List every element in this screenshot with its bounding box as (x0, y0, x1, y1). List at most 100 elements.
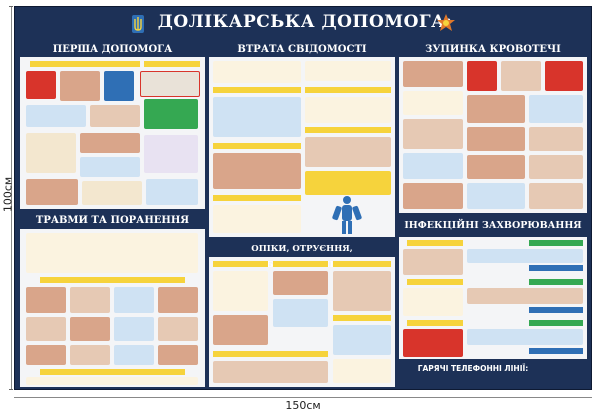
epilepsy-illustration (305, 137, 391, 167)
frostbite-banner (273, 261, 328, 267)
burns-title: ОПІКИ, ОТРУЄННЯ, ОБМОРОЖЕННЯ (209, 241, 395, 270)
assessment-illustration (26, 105, 86, 127)
artery-bleeding-illustration (467, 61, 497, 91)
eye-bandage-illustration (70, 317, 110, 341)
infections-title: ІНФЕКЦІЙНІ ЗАХВОРЮВАННЯ (399, 217, 587, 235)
recovery-sequence-illustration (213, 97, 301, 137)
width-dimension: 150см (14, 394, 592, 414)
arm-splint-illustration (70, 287, 110, 313)
height-label: 100см (1, 176, 15, 213)
cpr-steps-illustration (144, 135, 198, 173)
protective-gear-illustration (144, 99, 198, 129)
height-tick-top (9, 6, 13, 7)
first-aid-principles-banner (30, 61, 140, 67)
transport-illustration (158, 317, 198, 341)
tuberculosis-illustration (403, 329, 463, 357)
shock-position-illustration (529, 183, 583, 209)
first-aid-kit-illustration (104, 71, 134, 101)
wound-illustration-1 (26, 345, 66, 365)
wound-packing-illustration (467, 127, 525, 151)
first-aid-panel: ПЕРША ДОПОМОГА (20, 43, 205, 209)
infections-panel (399, 237, 587, 359)
height-tick-bottom (9, 389, 13, 390)
heimlich-illustration (146, 179, 198, 205)
poisoning-banner (333, 261, 391, 267)
car-accident-illustration (26, 71, 56, 99)
checking-breathing-illustration (90, 105, 140, 127)
injuries-text-block (26, 233, 198, 273)
covid-illustration (403, 288, 463, 316)
airway-obstruction-illustration (213, 153, 301, 189)
electric-shock-banner (213, 351, 328, 357)
shoulder-pressure-illustration (529, 95, 583, 123)
tuberculosis-banner (407, 320, 463, 326)
tuberculosis-symptoms-banner (529, 320, 583, 326)
poster-board: ДОЛІКАРСЬКА ДОПОМОГА: ПЕРША ДОПОМОГА ТРА… (14, 6, 592, 390)
fainting-symptoms-text (305, 97, 391, 123)
first-aid-warning-illustration (140, 71, 200, 97)
thermal-burns-banner (213, 261, 268, 267)
hotlines-title: ГАРЯЧІ ТЕЛЕФОННІ ЛІНІЇ: (417, 364, 529, 373)
injured-person-illustration (60, 71, 100, 101)
bleeding-types-text (403, 91, 463, 115)
height-dimension: 100см (0, 0, 15, 394)
heat-stroke-text (213, 205, 301, 233)
epilepsy-banner (305, 127, 391, 133)
recovery-position-illustration (26, 133, 76, 173)
chest-compressions-illustration (80, 133, 140, 153)
wound-illustration-2 (70, 345, 110, 365)
flu-symptoms-banner (529, 240, 583, 246)
wound-illustration-4 (158, 345, 198, 365)
unconscious-text-block (213, 61, 301, 83)
covid-symptoms-banner (529, 279, 583, 285)
head-bandage-illustration (26, 317, 66, 341)
burns-panel: ОПІКИ, ОТРУЄННЯ, ОБМОРОЖЕННЯ (209, 241, 395, 387)
chemical-burns-banner (333, 315, 391, 321)
width-dimension-line (14, 397, 592, 398)
electric-shock-illustration (213, 361, 328, 383)
height-dimension-line (11, 6, 12, 390)
tuberculosis-prevention-banner (529, 348, 583, 354)
wound-illustration-3 (114, 345, 154, 365)
airway-illustration (82, 181, 142, 205)
bleeding-warning-illustration (545, 61, 583, 91)
airway-obstruction-banner (213, 143, 301, 149)
carbon-monoxide-text (333, 359, 391, 383)
first-aid-warning-banner (144, 61, 200, 67)
tourniquet-steps-illustration (403, 153, 463, 179)
bleeding-panel: ЗУПИНКА КРОВОТЕЧІ (399, 43, 587, 213)
spine-illustration (114, 317, 154, 341)
leg-wound-illustration (403, 183, 463, 209)
covid-banner (407, 279, 463, 285)
fracture-illustration (158, 287, 198, 313)
nosebleed-illustration (403, 119, 463, 149)
dsns-emblem-icon (437, 14, 455, 31)
fainting-banner (305, 87, 391, 93)
pressure-bandage-illustration (529, 127, 583, 151)
injuries-panel: ТРАВМИ ТА ПОРАНЕННЯ (20, 213, 205, 387)
hand-bandage-illustration (26, 287, 66, 313)
human-body-icon (332, 196, 362, 234)
fainting-text-block (305, 61, 391, 81)
lateral-position-illustration (26, 179, 78, 205)
flu-symptoms-illustration (467, 249, 583, 263)
first-aid-note (305, 171, 391, 195)
width-label: 150см (285, 399, 321, 412)
covid-prevention-banner (529, 307, 583, 313)
safety-position-banner (213, 87, 301, 93)
first-aid-title: ПЕРША ДОПОМОГА (20, 43, 205, 57)
tourniquet-arm-illustration (403, 61, 463, 87)
covid-symptoms-illustration (467, 288, 583, 304)
frostbite-illustration (273, 271, 328, 295)
bleeding-title: ЗУПИНКА КРОВОТЕЧІ (399, 43, 587, 57)
injuries-rules-banner (40, 277, 185, 283)
leg-tourniquet-illustration (467, 95, 525, 123)
thermal-burns-text (213, 271, 268, 311)
bandaging-illustration (467, 183, 525, 209)
limb-elevation-illustration (467, 155, 525, 179)
flu-banner (407, 240, 463, 246)
flu-illustration (403, 249, 463, 275)
burn-cooling-illustration (213, 315, 268, 345)
flu-prevention-banner (529, 265, 583, 271)
pressure-points-illustration (501, 61, 541, 91)
